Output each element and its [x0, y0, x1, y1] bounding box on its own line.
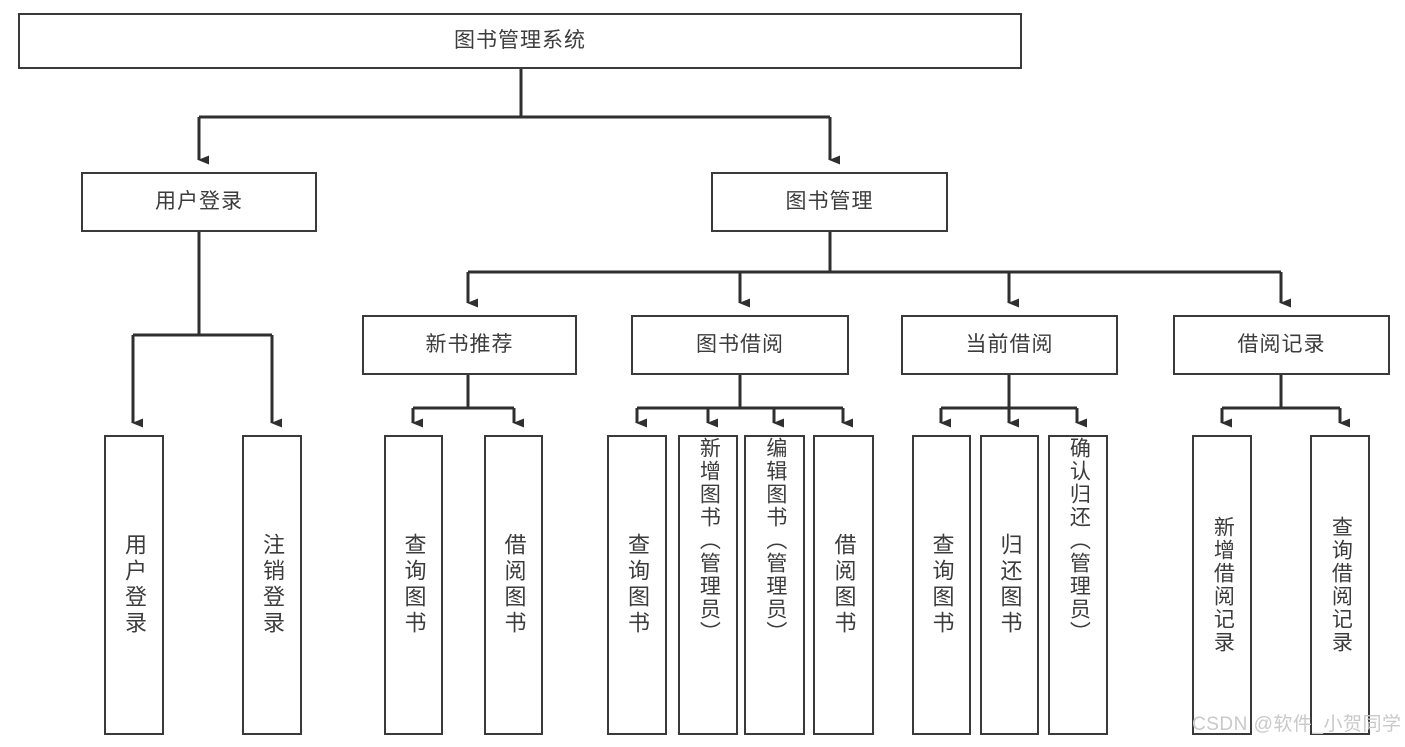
node-leaf-query-book-current[interactable]: 查询图书 — [912, 435, 971, 735]
node-label: 借阅记录 — [1237, 332, 1326, 356]
node-leaf-logout[interactable]: 注销登录 — [242, 435, 302, 735]
node-label: 确认归还（管理员） — [1067, 437, 1091, 644]
node-label: 新书推荐 — [425, 332, 514, 356]
node-label: 查询图书 — [401, 533, 427, 637]
node-label: 归还图书 — [997, 533, 1023, 637]
node-label: 编辑图书（管理员） — [763, 437, 787, 644]
node-leaf-add-book-admin[interactable]: 新增图书（管理员） — [678, 435, 738, 735]
node-label: 查询图书 — [624, 533, 650, 637]
node-leaf-user-login[interactable]: 用户登录 — [104, 435, 164, 735]
node-leaf-borrow-book-borrow[interactable]: 借阅图书 — [813, 435, 874, 735]
node-label: 图书管理系统 — [454, 28, 586, 52]
node-book-borrow[interactable]: 图书借阅 — [631, 315, 849, 375]
node-leaf-edit-book-admin[interactable]: 编辑图书（管理员） — [744, 435, 805, 735]
node-label: 注销登录 — [259, 533, 285, 637]
node-leaf-confirm-return-admin[interactable]: 确认归还（管理员） — [1048, 435, 1108, 735]
node-leaf-query-book-newbook[interactable]: 查询图书 — [384, 435, 443, 735]
node-current-borrow[interactable]: 当前借阅 — [901, 315, 1118, 375]
node-label: 查询借阅记录 — [1329, 516, 1353, 654]
node-label: 当前借阅 — [965, 332, 1054, 356]
node-leaf-query-borrow-record[interactable]: 查询借阅记录 — [1310, 435, 1370, 735]
node-leaf-query-book-borrow[interactable]: 查询图书 — [607, 435, 667, 735]
node-label: 图书管理 — [785, 189, 874, 213]
node-borrow-record[interactable]: 借阅记录 — [1173, 315, 1390, 375]
node-new-book-recommend[interactable]: 新书推荐 — [362, 315, 577, 375]
node-label: 图书借阅 — [696, 332, 784, 356]
node-label: 用户登录 — [155, 189, 243, 213]
node-user-login[interactable]: 用户登录 — [81, 172, 317, 232]
node-book-management[interactable]: 图书管理 — [711, 172, 948, 232]
node-label: 新增借阅记录 — [1211, 516, 1235, 654]
node-leaf-borrow-book-newbook[interactable]: 借阅图书 — [484, 435, 543, 735]
node-label: 借阅图书 — [501, 533, 527, 637]
node-label: 新增图书（管理员） — [697, 437, 721, 644]
node-label: 查询图书 — [929, 533, 955, 637]
node-leaf-return-book[interactable]: 归还图书 — [980, 435, 1039, 735]
node-label: 借阅图书 — [831, 533, 857, 637]
node-leaf-add-borrow-record[interactable]: 新增借阅记录 — [1192, 435, 1252, 735]
node-book-management-system[interactable]: 图书管理系统 — [18, 13, 1022, 69]
node-label: 用户登录 — [121, 533, 147, 637]
